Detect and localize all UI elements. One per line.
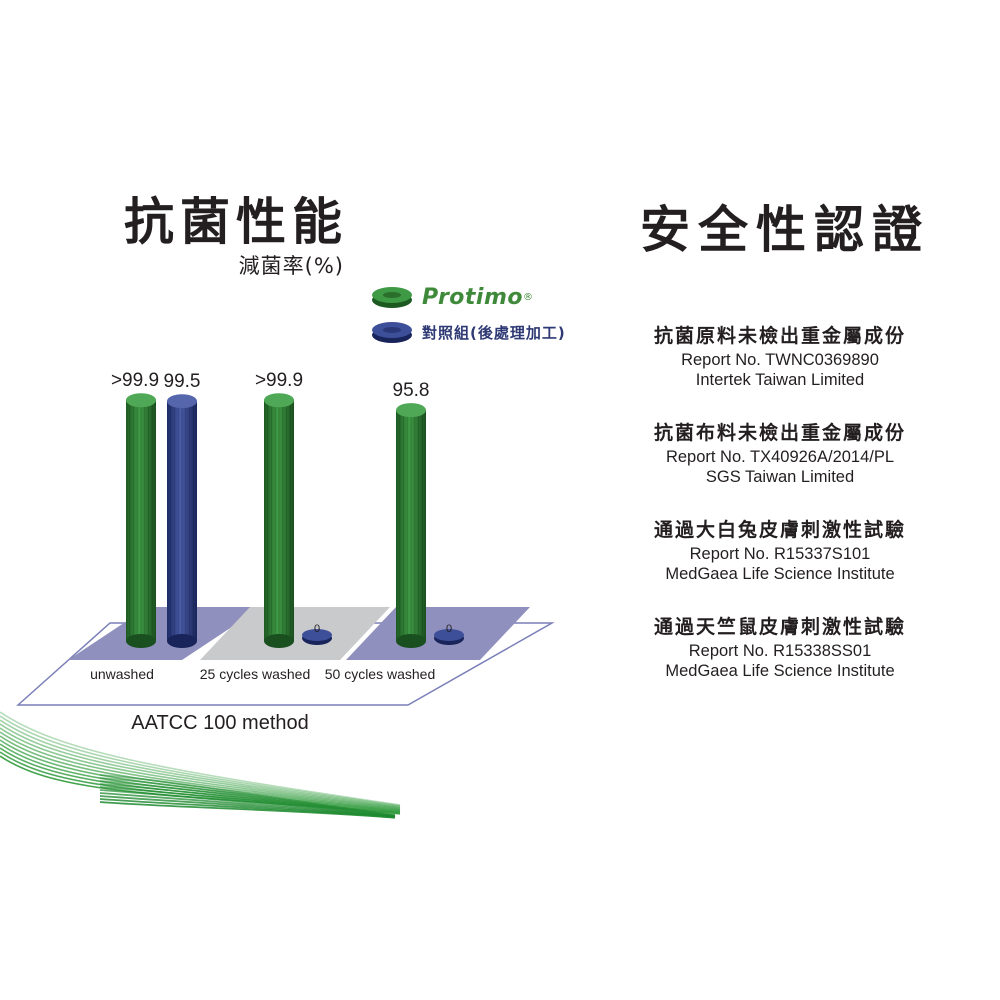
safety-title: 安全性認證 <box>640 201 930 259</box>
category-label-50-cycles: 50 cycles washed <box>325 666 436 682</box>
cert-title: 抗菌布料未檢出重金屬成份 <box>653 422 906 444</box>
cert-title: 抗菌原料未檢出重金屬成份 <box>653 325 906 347</box>
legend-item-control: 對照組(後處理加工) <box>370 319 566 345</box>
data-label: 95.8 <box>393 380 430 401</box>
swoosh-line <box>0 727 401 809</box>
legend-label-protimo: Protimo <box>422 284 524 310</box>
cert-report: Report No. TWNC0369890 <box>681 351 879 369</box>
bar-base <box>396 634 426 648</box>
bars-group: >99.9 >99.9 95.8 99.5 0 0 <box>111 370 464 648</box>
swoosh-line <box>0 711 401 806</box>
swoosh-line <box>0 723 401 809</box>
chart-subtitle: 減菌率(%) <box>238 254 344 278</box>
data-label: 0 <box>446 623 452 635</box>
swoosh-line <box>0 719 401 808</box>
certification-list: 抗菌原料未檢出重金屬成份 Report No. TWNC0369890 Inte… <box>630 322 930 710</box>
bar-base <box>264 634 294 648</box>
bar-top <box>167 394 197 409</box>
bar <box>126 400 156 641</box>
bar-zero-top <box>434 629 464 641</box>
cert-title: 通過天竺鼠皮膚刺激性試驗 <box>653 616 906 638</box>
bar-top <box>264 393 294 408</box>
data-label: 99.5 <box>164 371 201 392</box>
legend-label-control: 對照組(後處理加工) <box>422 323 566 342</box>
bar-zero-top <box>302 629 332 641</box>
blue-capsule-icon <box>372 322 412 343</box>
certification-item: 通過大白兔皮膚刺激性試驗 Report No. R15337S101 MedGa… <box>630 516 930 584</box>
bar <box>396 410 426 641</box>
cert-report: Report No. TX40926A/2014/PL <box>665 448 895 466</box>
platform-unwashed <box>68 607 262 660</box>
method-label: AATCC 100 method <box>131 712 309 734</box>
cert-title: 通過大白兔皮膚刺激性試驗 <box>653 519 906 541</box>
green-capsule-icon <box>372 287 412 308</box>
cert-report: Report No. R15338SS01 <box>688 642 872 660</box>
bar-top <box>126 393 156 408</box>
bar <box>167 401 197 641</box>
legend-item-protimo: Protimo® <box>370 284 533 310</box>
bar-top <box>396 403 426 418</box>
cert-lab: MedGaea Life Science Institute <box>665 565 895 583</box>
certification-item: 抗菌布料未檢出重金屬成份 Report No. TX40926A/2014/PL… <box>630 419 930 487</box>
category-label-unwashed: unwashed <box>90 666 154 682</box>
swoosh-line <box>0 715 401 807</box>
registered-mark: ® <box>523 291 534 303</box>
category-label-25-cycles: 25 cycles washed <box>200 666 311 682</box>
cert-lab: MedGaea Life Science Institute <box>665 662 895 680</box>
swoosh-line <box>99 801 396 819</box>
cert-lab: SGS Taiwan Limited <box>705 468 855 486</box>
swoosh-line <box>0 731 401 810</box>
certification-item: 通過天竺鼠皮膚刺激性試驗 Report No. R15338SS01 MedGa… <box>630 613 930 681</box>
bar-base <box>126 634 156 648</box>
data-label: 0 <box>314 623 320 635</box>
bar <box>264 400 294 641</box>
bar-base <box>167 634 197 648</box>
data-label: >99.9 <box>255 370 303 391</box>
chart-title: 抗菌性能 <box>124 193 348 251</box>
platform-25-cycles <box>200 607 390 660</box>
certification-item: 抗菌原料未檢出重金屬成份 Report No. TWNC0369890 Inte… <box>630 322 930 390</box>
cert-report: Report No. R15337S101 <box>689 545 871 563</box>
cert-lab: Intertek Taiwan Limited <box>695 371 865 389</box>
swoosh-decoration <box>0 711 401 819</box>
data-label: >99.9 <box>111 370 159 391</box>
